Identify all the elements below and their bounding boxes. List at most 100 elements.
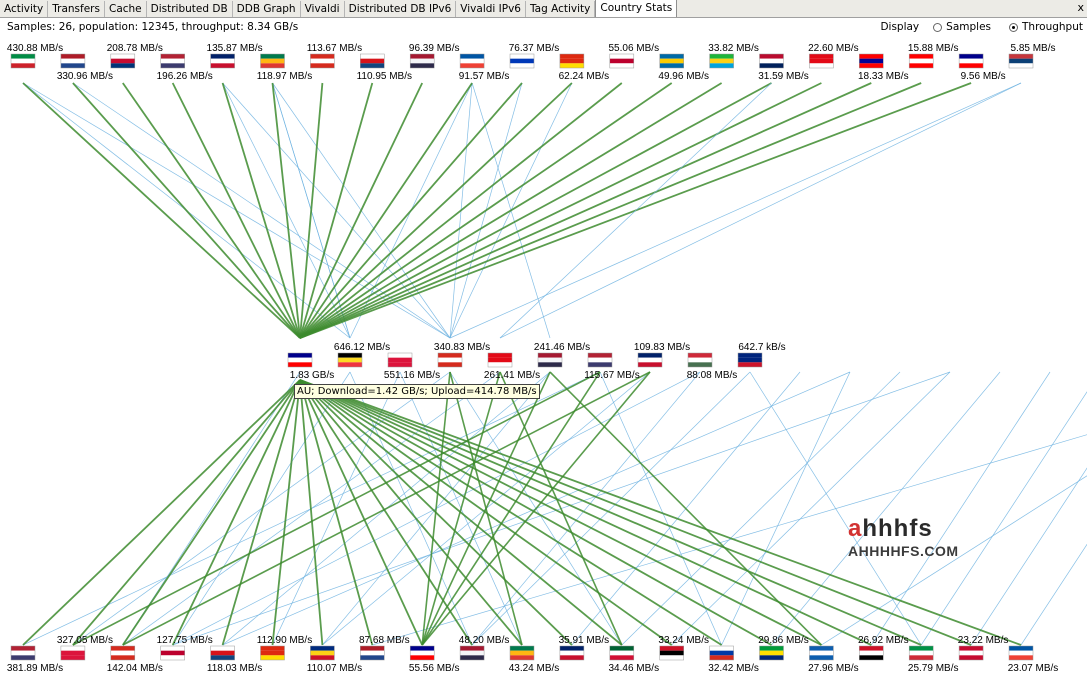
rate-label-top-11: 62.24 MB/s: [559, 71, 610, 82]
throughput-label[interactable]: Throughput: [1022, 21, 1083, 33]
download-link: [299, 379, 1022, 646]
flag-stripe: [659, 646, 684, 651]
country-flag-top-0: [10, 53, 36, 69]
download-link: [299, 82, 324, 339]
flag-stripe: [759, 54, 784, 59]
country-flag-top-18: [908, 53, 934, 69]
rate-label-bottom-10: 43.24 MB/s: [509, 663, 560, 674]
country-flag-bottom-8: [409, 645, 435, 661]
flag-border: [337, 352, 363, 368]
flag-stripe: [659, 655, 684, 660]
country-flag-top-19: [958, 53, 984, 69]
flag-stripe: [559, 650, 584, 656]
flag-stripe: [510, 655, 534, 660]
flag-stripe: [11, 54, 35, 59]
tab-country-stats[interactable]: Country Stats: [595, 0, 678, 17]
flag-border: [10, 53, 36, 69]
rate-label-top-6: 113.67 MB/s: [307, 43, 362, 54]
rate-label-top-5: 118.97 MB/s: [257, 71, 312, 82]
download-link: [271, 379, 301, 646]
samples-label[interactable]: Samples: [946, 21, 991, 33]
flag-stripe: [559, 646, 584, 651]
tab-transfers[interactable]: Transfers: [48, 1, 105, 17]
tab-ddb-graph[interactable]: DDB Graph: [233, 1, 301, 17]
rate-label-bottom-0: 381.89 MB/s: [7, 663, 63, 674]
flag-border: [609, 645, 635, 661]
download-link: [449, 371, 523, 646]
country-flag-bottom-0: [10, 645, 36, 661]
download-link: [171, 82, 301, 339]
flag-stripe: [909, 58, 934, 64]
tab-distributed-db[interactable]: Distributed DB: [147, 1, 233, 17]
flag-stripe: [809, 646, 834, 651]
tab-tag-activity[interactable]: Tag Activity: [526, 1, 596, 17]
flag-border: [60, 53, 86, 69]
flag-stripe: [909, 650, 934, 656]
download-link: [122, 379, 301, 646]
flag-stripe: [959, 63, 984, 68]
country-flag-top-7: [360, 53, 385, 69]
rate-label-top-4: 135.87 MB/s: [207, 43, 263, 54]
flag-stripe: [310, 655, 335, 660]
flag-border: [859, 53, 884, 69]
throughput-radio[interactable]: [1009, 22, 1018, 32]
flag-border: [360, 53, 385, 69]
country-flag-top-20: [1008, 53, 1034, 69]
flag-border: [958, 53, 984, 69]
flag-stripe: [959, 54, 984, 59]
rate-label-middle-7: 109.83 MB/s: [634, 342, 690, 353]
flag-border: [360, 645, 385, 661]
country-flag-top-11: [559, 53, 585, 69]
download-link: [299, 379, 623, 646]
country-flag-top-12: [609, 53, 635, 69]
rate-label-middle-6: 115.67 MB/s: [584, 370, 639, 381]
samples-radio[interactable]: [933, 22, 943, 32]
flag-stripe: [210, 58, 235, 64]
download-link: [299, 82, 523, 339]
flag-stripe: [859, 63, 884, 68]
flag-stripe: [260, 646, 285, 651]
flag-stripe: [959, 646, 984, 651]
flag-stripe: [60, 646, 85, 651]
flag-stripe: [759, 655, 784, 660]
country-flag-bottom-11: [559, 645, 585, 661]
download-link: [271, 82, 301, 339]
flag-stripe: [688, 362, 712, 367]
flag-stripe: [160, 650, 185, 656]
flag-stripe: [538, 357, 562, 363]
flag-stripe: [110, 58, 135, 64]
flag-stripe: [510, 63, 534, 68]
flag-stripe: [410, 650, 435, 656]
flag-border: [459, 53, 485, 69]
rate-label-bottom-15: 29.86 MB/s: [758, 635, 809, 646]
rate-label-middle-3: 340.83 MB/s: [434, 342, 490, 353]
rate-label-bottom-20: 23.07 MB/s: [1008, 663, 1059, 674]
flag-stripe: [588, 357, 612, 363]
tab-vivaldi[interactable]: Vivaldi: [301, 1, 345, 17]
flag-border: [908, 53, 934, 69]
flag-stripe: [488, 353, 512, 358]
country-flag-bottom-3: [160, 645, 185, 661]
flag-stripe: [260, 58, 285, 64]
country-flag-bottom-16: [809, 645, 834, 661]
download-link: [122, 82, 301, 339]
summary-text: Samples: 26, population: 12345, throughp…: [7, 21, 299, 33]
flag-border: [60, 645, 86, 661]
upload-link: [671, 371, 951, 646]
flag-stripe: [709, 646, 734, 651]
tab-cache[interactable]: Cache: [105, 1, 147, 17]
flag-stripe: [659, 54, 684, 59]
country-flag-top-10: [509, 53, 535, 69]
country-flag-middle-6: [587, 352, 613, 368]
tab-distributed-db-ipv6[interactable]: Distributed DB IPv6: [345, 1, 457, 17]
download-link: [299, 82, 822, 339]
close-icon[interactable]: x: [1077, 1, 1084, 14]
rate-label-bottom-6: 110.07 MB/s: [307, 663, 362, 674]
tab-vivaldi-ipv6[interactable]: Vivaldi IPv6: [456, 1, 526, 17]
tab-activity[interactable]: Activity: [0, 1, 49, 17]
flag-stripe: [609, 63, 634, 68]
download-link: [421, 371, 601, 646]
upload-link: [749, 371, 922, 646]
